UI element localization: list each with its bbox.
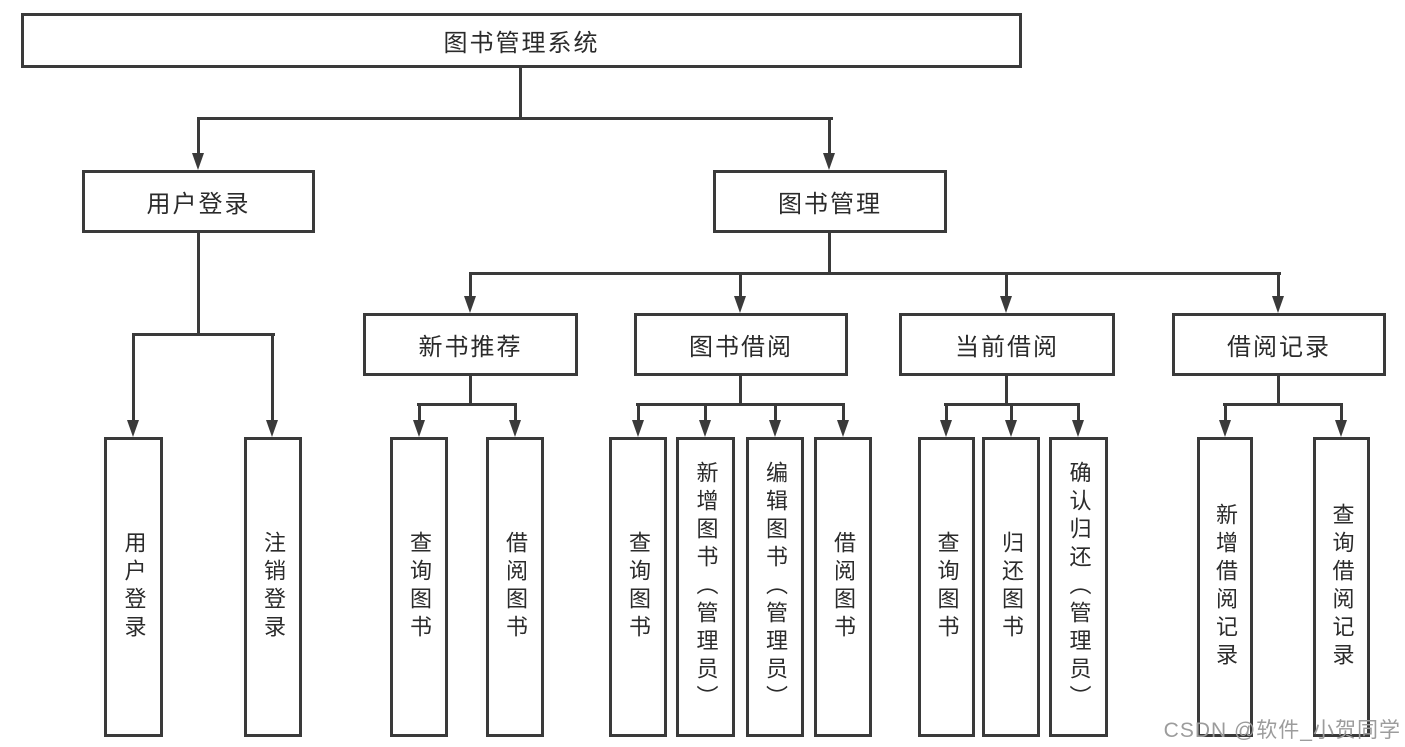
leaf-query-borrow-record: 查询借阅记录 (1313, 437, 1370, 737)
leaf-query-books-1: 查询图书 (390, 437, 448, 737)
leaf-user-login: 用户登录 (104, 437, 163, 737)
node-label: 图书借阅 (689, 334, 793, 361)
connector-new-book-stem (469, 374, 472, 406)
node-label: 图书管理 (778, 191, 882, 218)
connector-drop-book-management (828, 117, 831, 157)
leaf-add-books-admin: 新增图书（管理员） (676, 437, 735, 737)
connector-drop-leaf (1224, 403, 1227, 421)
leaf-logout: 注销登录 (244, 437, 302, 737)
connector-drop-new-book (469, 272, 472, 298)
csdn-watermark: CSDN @软件_小贺同学 (1163, 719, 1401, 742)
connector-drop-user-login (197, 117, 200, 157)
connector-drop-borrow-records (1277, 272, 1280, 298)
arrowhead-leaf-logout (266, 420, 278, 437)
arrowhead-leaf (1219, 420, 1231, 437)
arrowhead-borrow-records (1272, 296, 1284, 313)
node-user-login: 用户登录 (82, 170, 315, 233)
node-book-borrow: 图书借阅 (634, 313, 848, 376)
arrowhead-new-book (464, 296, 476, 313)
connector-drop-leaf (514, 403, 517, 421)
node-label: 用户登录 (146, 191, 251, 218)
leaf-label: 注销登录 (261, 531, 286, 643)
node-library-system: 图书管理系统 (21, 13, 1022, 68)
leaf-label: 编辑图书（管理员） (763, 461, 788, 713)
arrowhead-leaf (509, 420, 521, 437)
arrowhead-book-management (823, 153, 835, 170)
connector-group2-bar (417, 403, 517, 406)
leaf-add-borrow-record: 新增借阅记录 (1197, 437, 1253, 737)
arrowhead-leaf (1335, 420, 1347, 437)
connector-root-stem (519, 66, 522, 120)
leaf-confirm-return-admin: 确认归还（管理员） (1049, 437, 1108, 737)
connector-drop-leaf (945, 403, 948, 421)
leaf-return-books: 归还图书 (982, 437, 1040, 737)
leaf-borrow-books-2: 借阅图书 (814, 437, 872, 737)
connector-drop-leaf (637, 403, 640, 421)
leaf-label: 查询图书 (407, 531, 432, 643)
connector-group5-bar (1223, 403, 1343, 406)
connector-group1-bar (132, 333, 275, 336)
node-label: 新书推荐 (418, 334, 523, 361)
connector-drop-leaf (1340, 403, 1343, 421)
connector-book-borrow-stem (739, 374, 742, 406)
arrowhead-leaf (769, 420, 781, 437)
arrowhead-leaf (413, 420, 425, 437)
leaf-label: 查询借阅记录 (1329, 503, 1355, 671)
connector-level1-bar (197, 117, 833, 120)
node-borrow-records: 借阅记录 (1172, 313, 1386, 376)
leaf-label: 查询图书 (626, 531, 651, 643)
connector-drop-book-borrow (739, 272, 742, 298)
node-book-management: 图书管理 (713, 170, 947, 233)
connector-drop-current-borrow (1005, 272, 1008, 298)
connector-drop-leaf-login (132, 333, 135, 422)
leaf-edit-books-admin: 编辑图书（管理员） (746, 437, 804, 737)
arrowhead-book-borrow (734, 296, 746, 313)
connector-group3-bar (636, 403, 845, 406)
leaf-label: 归还图书 (999, 531, 1024, 643)
node-label: 图书管理系统 (443, 30, 600, 57)
leaf-query-books-2: 查询图书 (609, 437, 667, 737)
leaf-label: 新增借阅记录 (1213, 503, 1238, 671)
arrowhead-leaf (1005, 420, 1017, 437)
node-label: 借阅记录 (1227, 334, 1331, 361)
arrowhead-user-login (192, 153, 204, 170)
connector-book-management-stem (828, 231, 831, 275)
connector-user-login-stem (197, 231, 200, 336)
node-current-borrow: 当前借阅 (899, 313, 1115, 376)
connector-drop-leaf-logout (271, 333, 274, 422)
arrowhead-leaf (1072, 420, 1084, 437)
arrowhead-leaf-login (127, 420, 139, 437)
arrowhead-leaf (837, 420, 849, 437)
leaf-borrow-books-1: 借阅图书 (486, 437, 544, 737)
connector-drop-leaf (704, 403, 707, 421)
arrowhead-current-borrow (1000, 296, 1012, 313)
leaf-label: 借阅图书 (503, 531, 528, 643)
connector-drop-leaf (842, 403, 845, 421)
connector-level2-bar (469, 272, 1281, 275)
node-new-book-recommend: 新书推荐 (363, 313, 578, 376)
connector-current-borrow-stem (1005, 374, 1008, 406)
leaf-label: 新增图书（管理员） (693, 461, 719, 713)
connector-borrow-records-stem (1277, 374, 1280, 406)
arrowhead-leaf (940, 420, 952, 437)
connector-drop-leaf (774, 403, 777, 421)
arrowhead-leaf (699, 420, 711, 437)
connector-drop-leaf (418, 403, 421, 421)
leaf-query-books-3: 查询图书 (918, 437, 975, 737)
connector-drop-leaf (1077, 403, 1080, 421)
arrowhead-leaf (632, 420, 644, 437)
leaf-label: 借阅图书 (831, 531, 856, 643)
node-label: 当前借阅 (955, 334, 1059, 361)
leaf-label: 用户登录 (121, 531, 147, 643)
leaf-label: 确认归还（管理员） (1066, 461, 1092, 713)
leaf-label: 查询图书 (934, 531, 960, 643)
connector-drop-leaf (1010, 403, 1013, 421)
